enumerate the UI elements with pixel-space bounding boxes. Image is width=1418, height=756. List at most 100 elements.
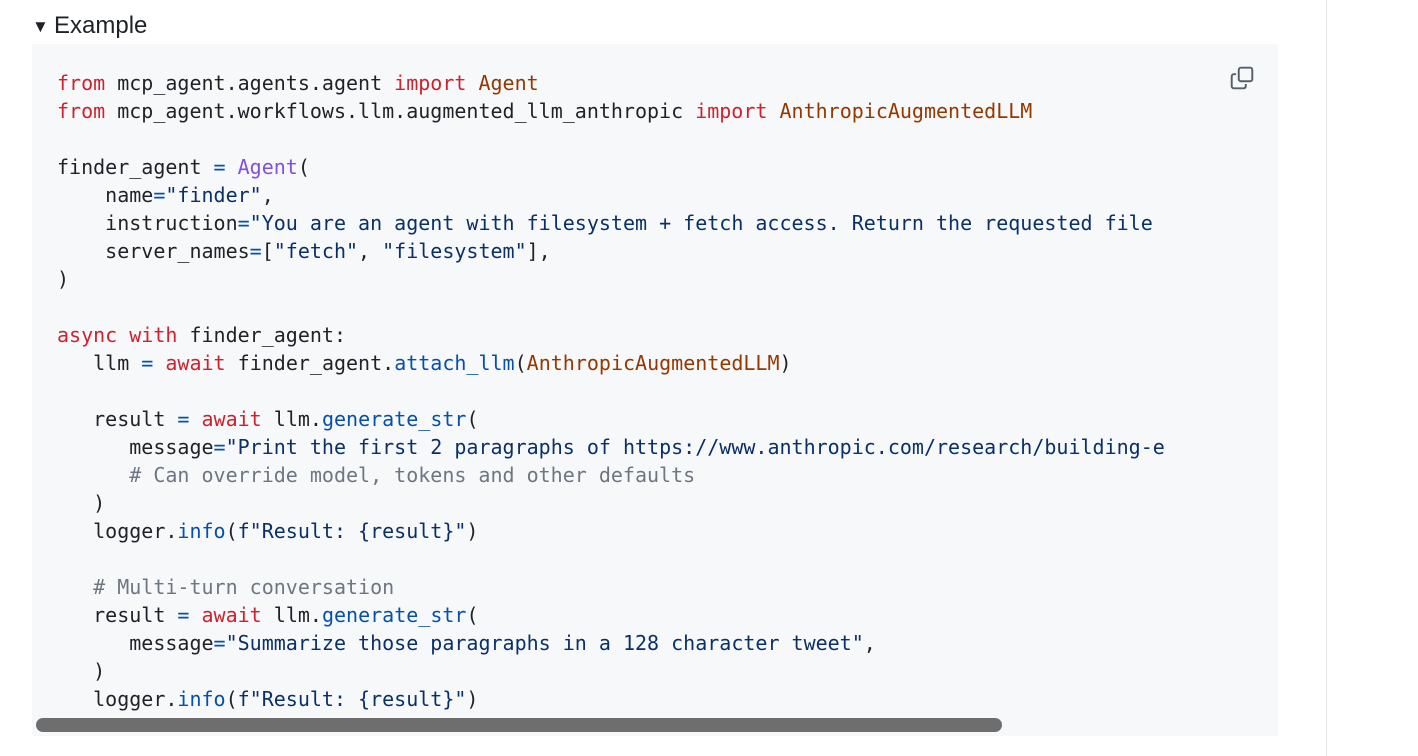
code-line: # Can override model, tokens and other d…: [57, 461, 1165, 489]
code-token-keyword: async: [57, 323, 118, 347]
code-token-plain: [117, 323, 129, 347]
code-token-plain: server_names: [57, 239, 250, 263]
code-token-plain: ): [57, 491, 106, 515]
code-token-keyword: await: [201, 407, 262, 431]
code-token-comment: # Can override model, tokens and other d…: [57, 463, 696, 487]
code-token-func-blue: info: [177, 687, 226, 711]
code-token-plain: ,: [358, 239, 383, 263]
code-token-string: "Summarize those paragraphs in a 128 cha…: [225, 631, 864, 655]
code-token-string: "finder": [165, 183, 262, 207]
code-token-plain: mcp_agent.workflows.llm.augmented_llm_an…: [105, 99, 696, 123]
code-token-plain: logger.: [57, 519, 178, 543]
code-token-func-blue: generate_str: [321, 407, 467, 431]
code-token-call-purple: Agent: [237, 155, 298, 179]
code-token-plain: finder_agent: [57, 155, 214, 179]
code-token-operator: =: [213, 631, 226, 655]
code-token-plain: result: [57, 407, 178, 431]
code-token-plain: ): [466, 687, 479, 711]
code-token-keyword: await: [201, 603, 262, 627]
code-token-plain: instruction: [57, 211, 238, 235]
code-line: from mcp_agent.agents.agent import Agent: [57, 69, 1165, 97]
code-token-string: f"Result: {result}": [237, 687, 467, 711]
code-line: message="Print the first 2 paragraphs of…: [57, 433, 1165, 461]
code-line: instruction="You are an agent with files…: [57, 209, 1165, 237]
code-line: [57, 125, 1165, 153]
code-token-plain: finder_agent.: [225, 351, 395, 375]
code-token-operator: =: [213, 435, 226, 459]
code-token-plain: finder_agent:: [177, 323, 347, 347]
code-line: logger.info(f"Result: {result}"): [57, 685, 1165, 713]
code-token-string: f"Result: {result}": [237, 519, 467, 543]
code-token-string: "You are an agent with filesystem + fetc…: [249, 211, 1153, 235]
code-line: finder_agent = Agent(: [57, 153, 1165, 181]
code-token-plain: [226, 155, 238, 179]
disclosure-triangle-icon: ▼: [32, 16, 49, 36]
code-line: [57, 545, 1165, 573]
content-divider: [1326, 0, 1327, 756]
code-token-keyword: import: [394, 71, 467, 95]
code-line: name="finder",: [57, 181, 1165, 209]
code-token-plain: ,: [863, 631, 876, 655]
code-line: async with finder_agent:: [57, 321, 1165, 349]
code-token-string: "fetch": [273, 239, 359, 263]
code-token-keyword: with: [129, 323, 178, 347]
code-line: [57, 293, 1165, 321]
code-line: ): [57, 657, 1165, 685]
code-token-plain: ): [57, 659, 106, 683]
code-line: logger.info(f"Result: {result}"): [57, 517, 1165, 545]
code-token-operator: =: [153, 183, 166, 207]
code-token-plain: ): [466, 519, 479, 543]
code-token-plain: mcp_agent.agents.agent: [105, 71, 395, 95]
code-token-plain: [767, 99, 779, 123]
code-token-plain: (: [466, 603, 479, 627]
code-token-class-name: AnthropicAugmentedLLM: [526, 351, 780, 375]
code-token-operator: =: [177, 407, 190, 431]
code-token-comment: # Multi-turn conversation: [57, 575, 395, 599]
code-token-class-name: AnthropicAugmentedLLM: [779, 99, 1033, 123]
code-token-func-blue: info: [177, 519, 226, 543]
code-token-func-blue: attach_llm: [394, 351, 515, 375]
copy-button[interactable]: [1228, 64, 1256, 92]
code-token-keyword: from: [57, 99, 106, 123]
code-token-plain: (: [225, 687, 238, 711]
code-token-string: "filesystem": [382, 239, 527, 263]
code-token-string: "Print the first 2 paragraphs of https:/…: [225, 435, 1165, 459]
summary-label: Example: [54, 12, 148, 39]
code-line: [57, 377, 1165, 405]
code-token-plain: message: [57, 631, 214, 655]
code-token-operator: =: [177, 603, 190, 627]
code-token-plain: logger.: [57, 687, 178, 711]
code-token-plain: [153, 351, 165, 375]
code-line: ): [57, 489, 1165, 517]
code-token-plain: (: [297, 155, 310, 179]
code-line: llm = await finder_agent.attach_llm(Anth…: [57, 349, 1165, 377]
example-summary-toggle[interactable]: ▼ Example: [32, 10, 147, 42]
code-token-keyword: await: [165, 351, 226, 375]
code-token-class-name: Agent: [478, 71, 539, 95]
code-token-operator: =: [237, 211, 250, 235]
code-line: from mcp_agent.workflows.llm.augmented_l…: [57, 97, 1165, 125]
code-token-plain: llm.: [261, 407, 322, 431]
scrollbar-thumb[interactable]: [36, 718, 1002, 732]
code-line: message="Summarize those paragraphs in a…: [57, 629, 1165, 657]
code-token-plain: ): [779, 351, 792, 375]
code-line: server_names=["fetch", "filesystem"],: [57, 237, 1165, 265]
code-token-operator: =: [249, 239, 262, 263]
code-token-plain: llm.: [261, 603, 322, 627]
code-token-plain: result: [57, 603, 178, 627]
code-line: ): [57, 265, 1165, 293]
code-token-keyword: from: [57, 71, 106, 95]
code-token-plain: [189, 407, 201, 431]
code-token-plain: name: [57, 183, 154, 207]
code-token-plain: (: [514, 351, 527, 375]
horizontal-scrollbar[interactable]: [32, 714, 1278, 736]
code-line: result = await llm.generate_str(: [57, 405, 1165, 433]
code-content: from mcp_agent.agents.agent import Agent…: [57, 69, 1165, 713]
code-token-operator: =: [141, 351, 154, 375]
code-scroll-area[interactable]: from mcp_agent.agents.agent import Agent…: [32, 44, 1212, 724]
code-block: from mcp_agent.agents.agent import Agent…: [32, 44, 1278, 736]
copy-icon: [1230, 66, 1254, 90]
code-token-keyword: import: [695, 99, 768, 123]
code-token-plain: [466, 71, 478, 95]
code-token-plain: ): [57, 267, 70, 291]
